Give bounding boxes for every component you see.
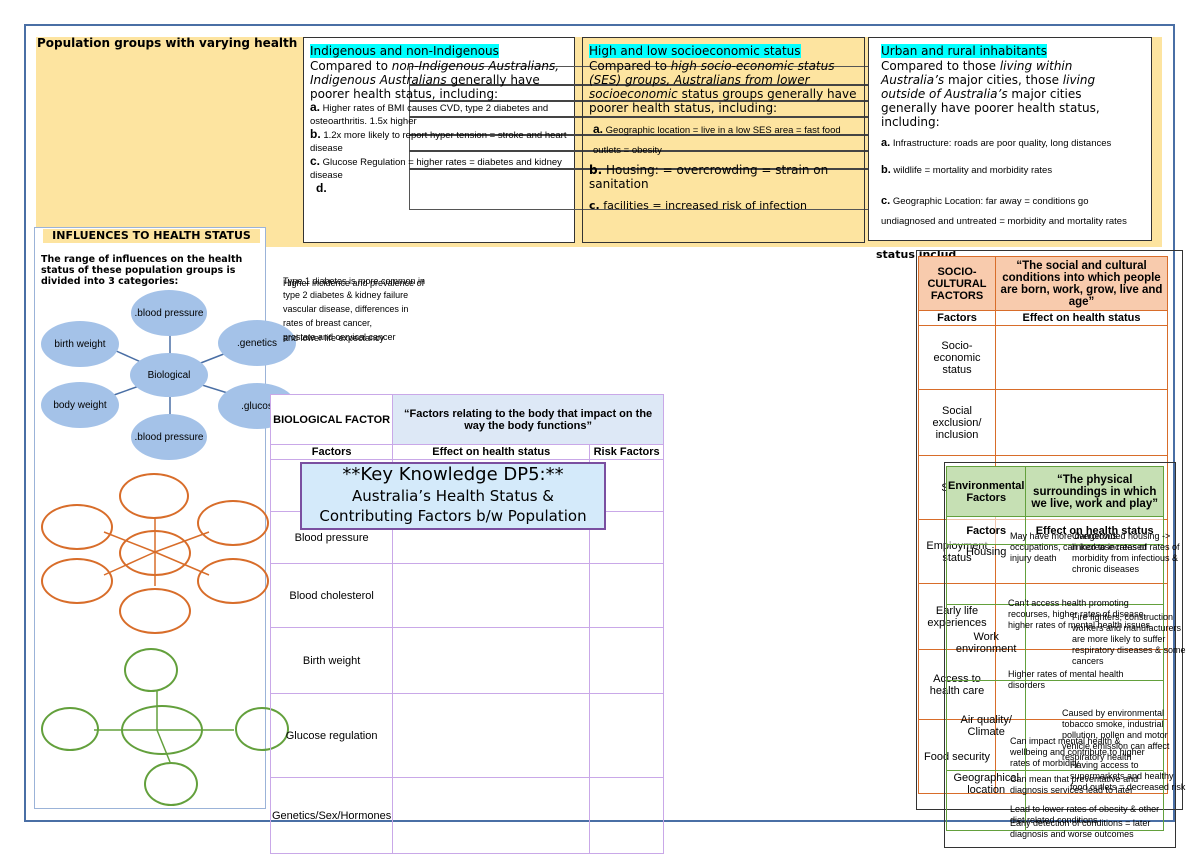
mindmap-node [41,558,113,604]
blood-pressure-bubble: .blood pressure [131,290,207,336]
risk-cell[interactable] [589,777,664,854]
table-row: Geographical location [945,770,1027,831]
blood-pressure-bubble-2: .blood pressure [131,414,207,460]
table-row: Birth weight [269,627,394,694]
influences-title: INFLUENCES TO HEALTH STATUS [43,229,260,243]
biological-center-bubble: Biological [130,353,208,397]
biological-quote: “Factors relating to the body that impac… [392,394,664,445]
env-note: Can't access health promoting recourses,… [1008,598,1151,630]
biological-table: BIOLOGICAL FACTOR “Factors relating to t… [269,394,664,854]
list-item: d. [316,181,327,195]
mindmap-node [119,588,191,634]
group-intro: Compared to those living within Australi… [881,59,1100,129]
key-knowledge-line3: Contributing Factors b/w Population [319,507,587,525]
list-item: a. Higher rates of BMI causes CVD, type … [310,100,549,128]
env-note: Overcrowded housing -> linked to increas… [1072,531,1180,574]
col-risk: Risk Factors [589,444,664,460]
table-row: Air quality/ Climate [945,680,1027,771]
env-note: May have more dangerous occupations, can… [1010,531,1147,563]
birth-weight-bubble: birth weight [41,321,119,367]
key-knowledge-box: **Key Knowledge DP5:** Australia’s Healt… [300,462,606,530]
group-heading: High and low socioeconomic status [589,44,801,58]
mindmap-node [119,530,191,576]
group-heading: Urban and rural inhabitants [881,44,1047,58]
mindmap-node [197,500,269,546]
list-item: b. Housing: = overcrowding = strain on s… [589,163,829,191]
group-intro: Compared to non-Indigenous Australians, … [310,59,560,101]
effect-cell[interactable] [392,777,591,854]
group-card-urban-rural: Urban and rural inhabitants Compared to … [868,37,1152,241]
environmental-table: Environmental Factors “The physical surr… [945,466,1164,831]
mindmap-node [41,504,113,550]
mindmap-node [119,473,189,519]
risk-cell[interactable] [589,693,664,778]
effect-cell[interactable] [1025,544,1164,605]
table-row: Social exclusion/ inclusion [918,389,996,456]
list-item: c. facilities = increased risk of infect… [589,199,808,212]
group-card-indigenous: Indigenous and non-Indigenous Compared t… [303,37,877,243]
col-effect: Effect on health status [995,310,1168,326]
list-item: b. 1.2x more likely to report hyper tens… [310,127,567,155]
table-row: Genetics/Sex/Hormones [269,777,394,854]
biological-heading: BIOLOGICAL FACTOR [269,394,394,445]
env-note: Can impact mental health & wellbeing and… [1010,736,1145,768]
table-row: Blood cholesterol [269,563,394,628]
group-heading: Indigenous and non-Indigenous [310,44,499,58]
env-note: Can mean that preventative and diagnosis… [1010,774,1139,795]
mindmap-node [197,558,269,604]
risk-cell[interactable] [589,627,664,694]
sociocultural-quote: “The social and cultural conditions into… [995,256,1168,311]
genetics-bubble: .genetics [218,320,296,366]
list-item: a. Geographic location = live in a low S… [593,122,841,156]
mindmap-node [144,762,198,806]
table-row: Socio-economic status [918,325,996,390]
mindmap-node [121,705,203,755]
list-item: b. wildlife = mortality and morbidity ra… [881,164,1053,176]
group-intro: Compared to high socio-economic status (… [589,59,857,115]
mindmap-node [124,648,178,692]
mindmap-node [41,707,99,751]
effect-cell[interactable] [392,693,591,778]
list-item: c. Geographic Location: far away = condi… [881,195,1127,227]
effect-cell[interactable] [1025,770,1164,831]
effect-cell[interactable] [392,627,591,694]
effect-cell[interactable] [995,389,1168,456]
risk-cell[interactable] [589,563,664,628]
col-factors: Factors [269,444,394,460]
col-effect: Effect on health status [1025,516,1164,545]
influences-description: The range of influences on the health st… [41,254,243,287]
env-note: Higher rates of mental health disorders [1008,669,1124,690]
body-weight-bubble: body weight [41,382,119,428]
header-title: Population groups with varying health [37,36,298,50]
key-knowledge-line1: **Key Knowledge DP5:** [342,464,564,485]
env-note: Fire fighters, construction workers and … [1072,612,1186,666]
col-factors: Factors [945,516,1027,545]
environmental-quote: “The physical surroundings in which we l… [1025,466,1164,517]
env-note: Lead to lower rates of obesity & other d… [1010,804,1160,825]
effect-cell[interactable] [392,563,591,628]
key-knowledge-line2: Australia’s Health Status & [352,487,554,505]
effect-cell[interactable] [1025,604,1164,681]
effect-cell[interactable] [995,325,1168,390]
group-card-ses: High and low socioeconomic status Compar… [582,37,865,243]
list-item: c. Glucose Regulation = higher rates = d… [310,154,562,182]
env-note: Early detection of conditions = later di… [1010,818,1151,839]
environmental-heading: Environmental Factors [945,466,1027,517]
table-row: Glucose regulation [269,693,394,778]
list-item: a. Infrastructure: roads are poor qualit… [881,137,1112,149]
col-effect: Effect on health status [392,444,591,460]
effect-cell[interactable] [1025,680,1164,771]
env-note: Caused by environmental tobacco smoke, i… [1062,708,1170,762]
col-factors: Factors [918,310,996,326]
env-note: Having access to supermarkets and health… [1070,760,1186,792]
sociocultural-heading: SOCIO-CULTURAL FACTORS [918,256,996,311]
table-row: Work environment [945,604,1027,681]
